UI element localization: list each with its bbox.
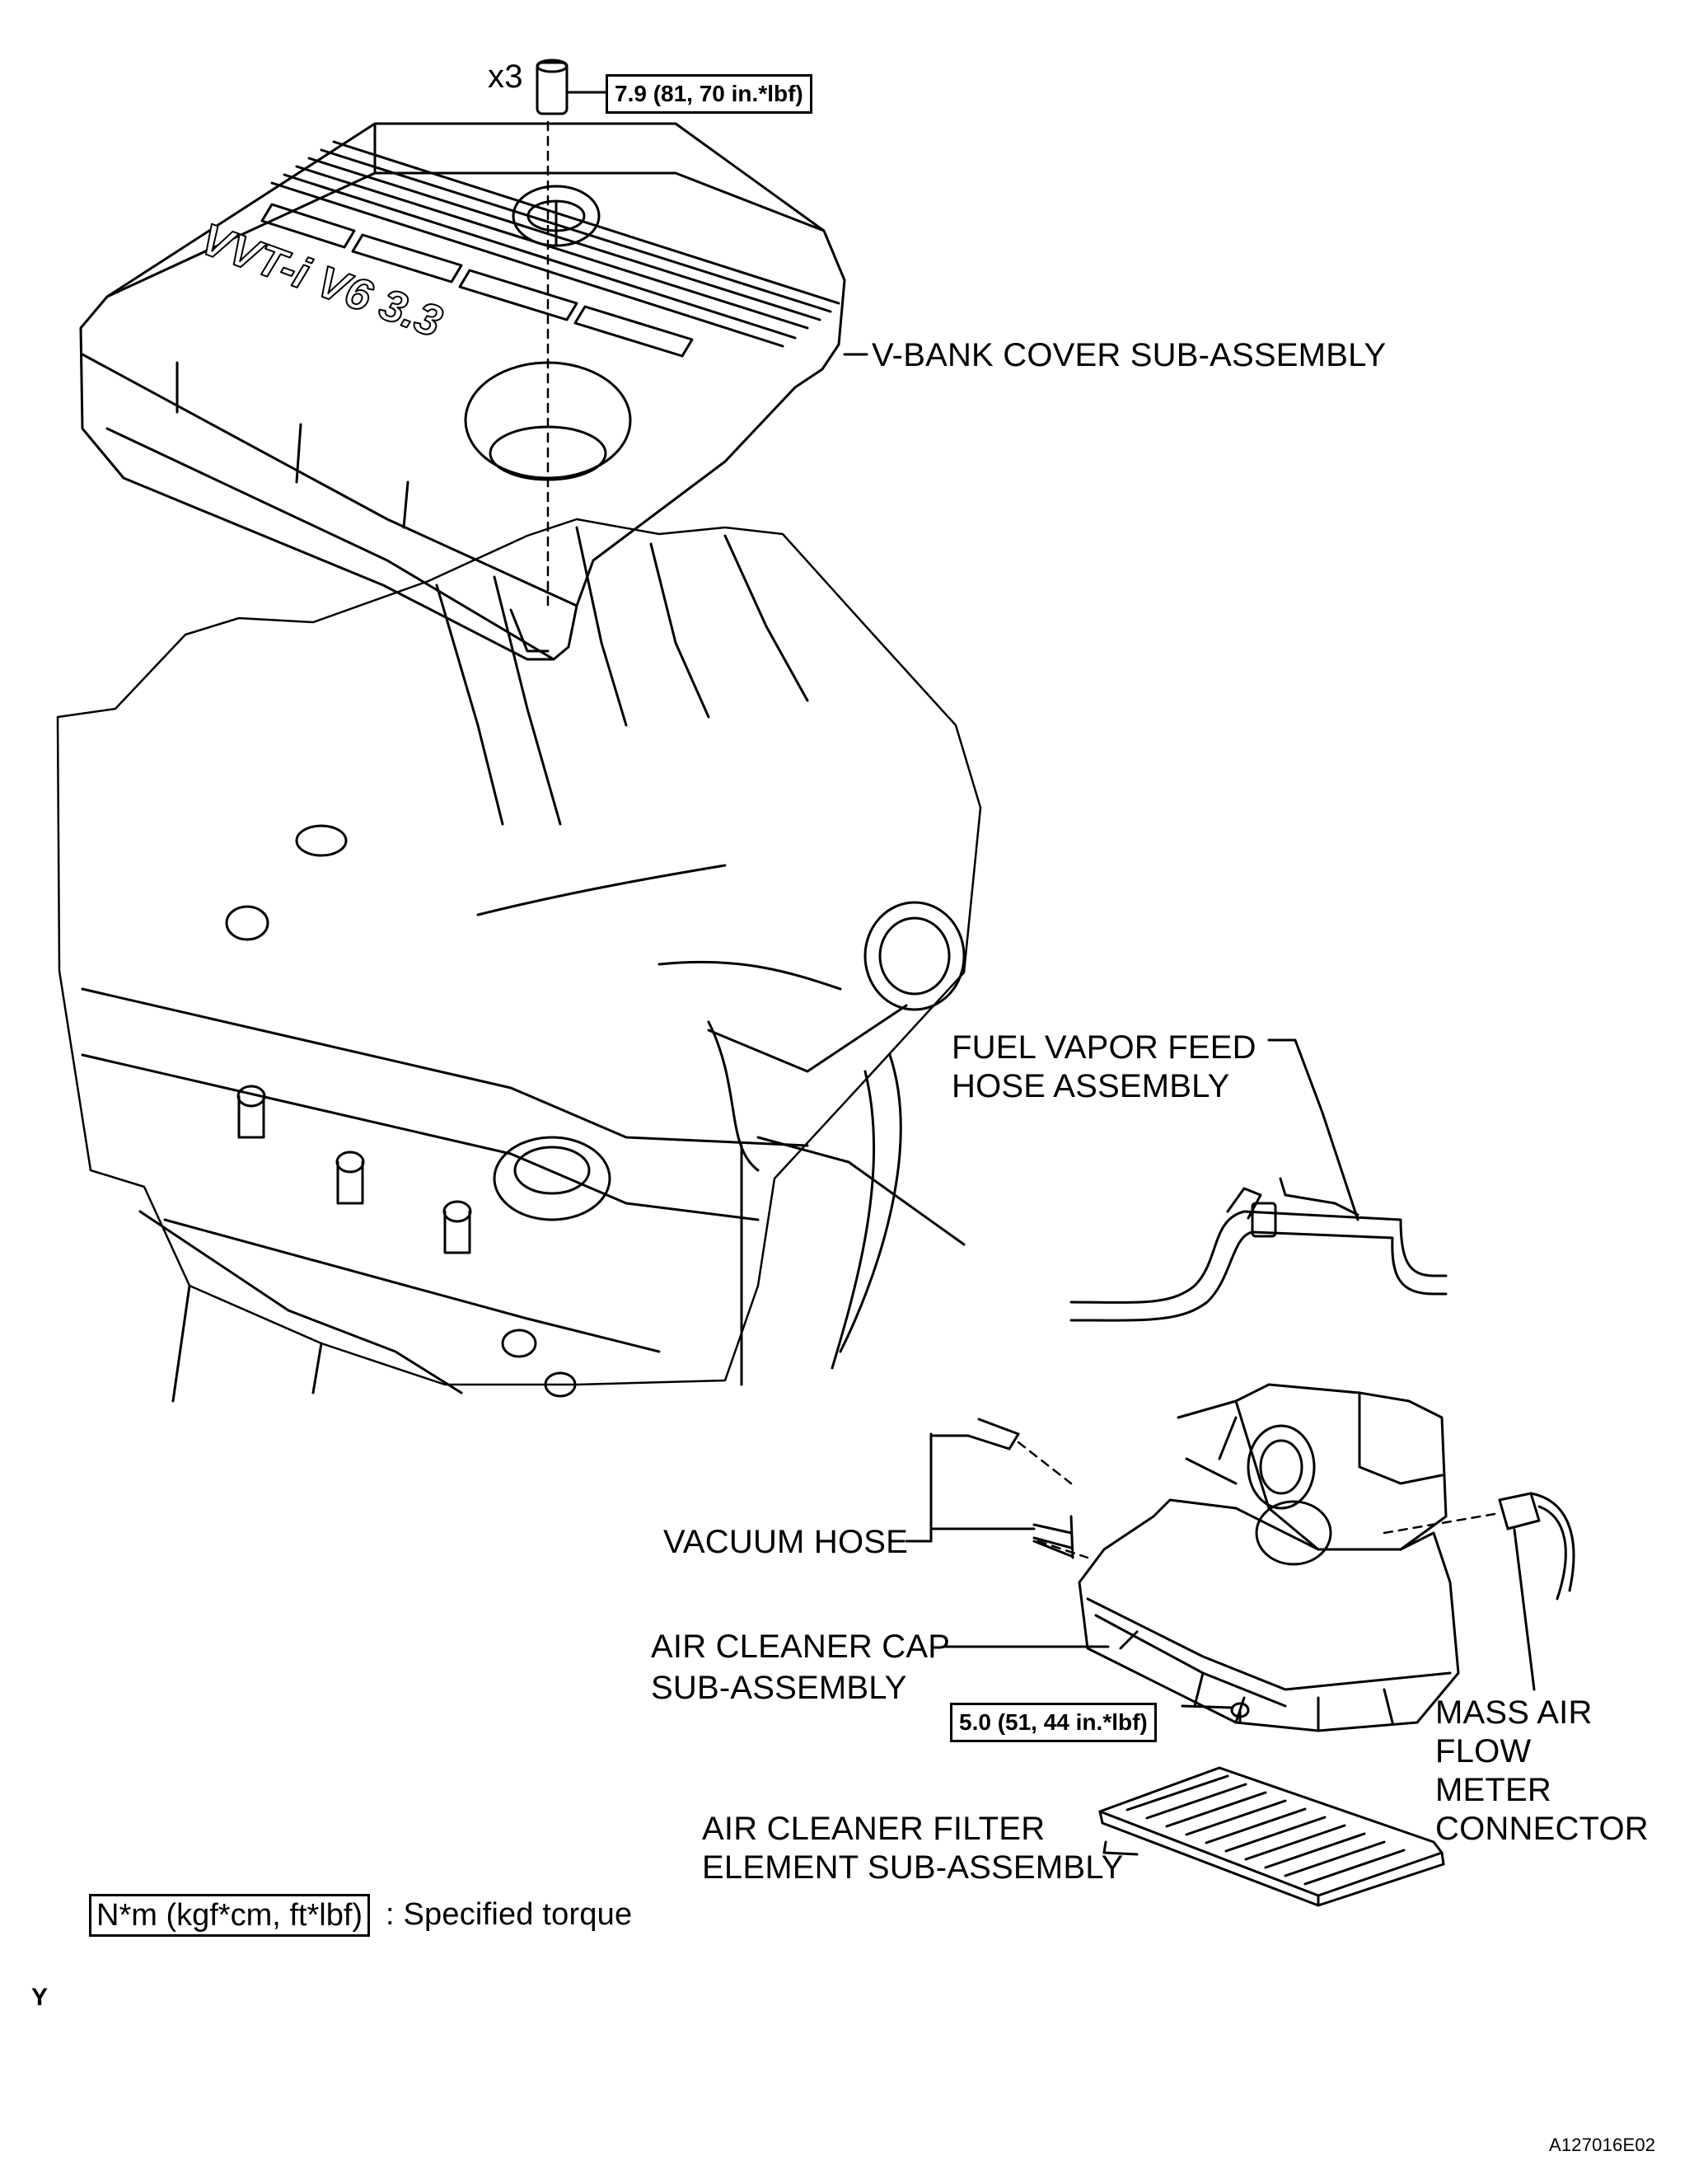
cover-nut-torque-box: 7.9 (81, 70 in.*lbf) (606, 74, 812, 114)
v-bank-cover: VVT-i V6 3.3 (79, 122, 868, 661)
cover-logo-text: VVT-i V6 3.3 (194, 214, 448, 347)
corner-mark: Y (31, 1984, 49, 2011)
figure-id: A127016E02 (1549, 2135, 1656, 2155)
maf-connector-label-line3: METER (1435, 1772, 1551, 1808)
cover-lettering: VVT-i V6 3.3 (194, 213, 449, 348)
cover-nut (536, 59, 607, 612)
torque-unit-legend-box: N*m (kgf*cm, ft*lbf) (89, 1894, 371, 1937)
air-filter-label-line2: ELEMENT SUB-ASSEMBLY (702, 1849, 1124, 1886)
fuel-vapor-hose (1069, 1038, 1448, 1322)
maf-connector-label-line4: CONNECTOR (1435, 1811, 1649, 1847)
air-filter-label-line1: AIR CLEANER FILTER (702, 1811, 1046, 1847)
engine-assembly (56, 518, 982, 1403)
maf-connector-label-line2: FLOW (1435, 1733, 1532, 1769)
air-filter-element (1098, 1766, 1445, 1907)
vacuum-hose-label: VACUUM HOSE (663, 1524, 909, 1560)
air-cleaner-bolt-torque-box: 5.0 (51, 44 in.*lbf) (950, 1703, 1157, 1742)
maf-connector-label-line1: MASS AIR (1435, 1694, 1593, 1731)
air-cleaner-cap-label-line1: AIR CLEANER CAP (651, 1629, 951, 1665)
torque-legend-description: : Specified torque (386, 1897, 633, 1932)
fuel-vapor-hose-label-line1: FUEL VAPOR FEED (952, 1029, 1256, 1066)
fuel-vapor-hose-label-line2: HOSE ASSEMBLY (952, 1068, 1230, 1104)
air-cleaner-assembly (905, 1383, 1575, 1732)
air-cleaner-cap-label-line2: SUB-ASSEMBLY (651, 1670, 907, 1706)
nut-quantity-label: x3 (488, 59, 523, 95)
v-bank-cover-label: V-BANK COVER SUB-ASSEMBLY (872, 337, 1387, 373)
